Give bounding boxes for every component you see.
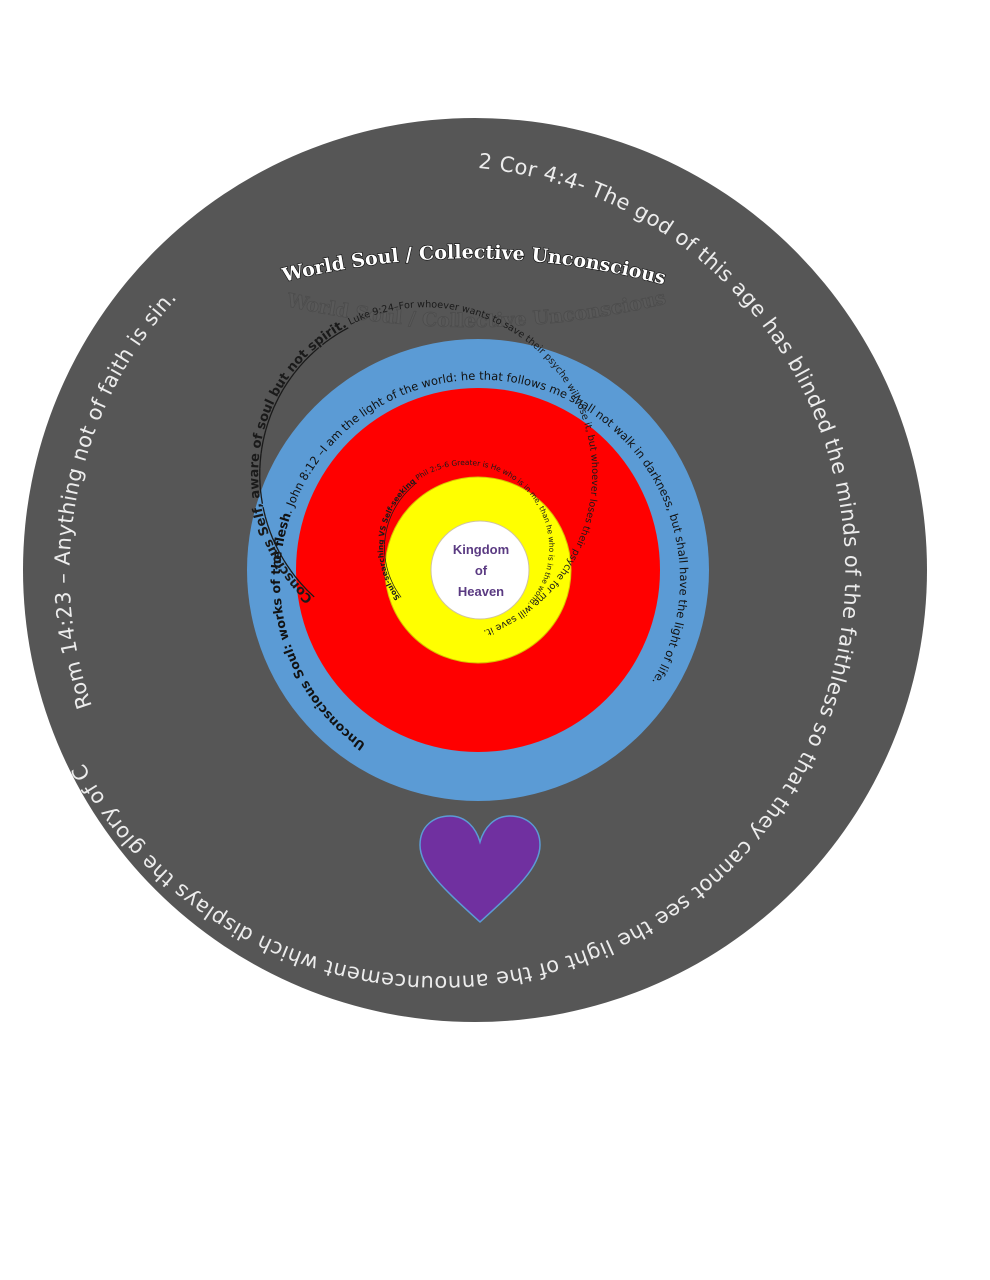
center-label-of: of [475,563,488,578]
center-circle [430,520,530,620]
center-label-kingdom: Kingdom [453,542,509,557]
center-label-heaven: Heaven [458,584,504,599]
heart-icon [419,815,541,924]
